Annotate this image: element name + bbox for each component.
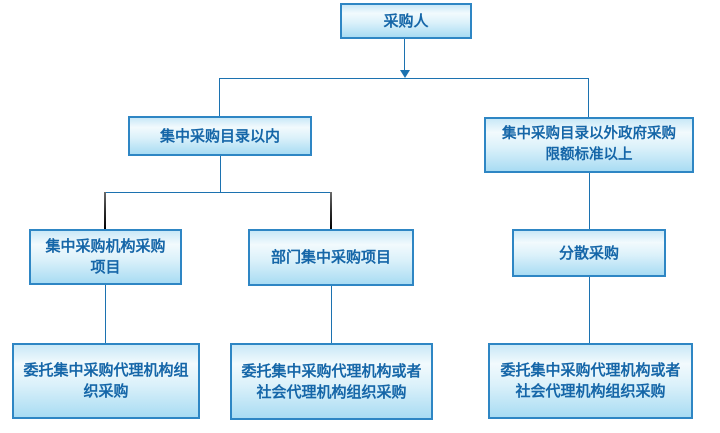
node-label: 委托集中采购代理机构组: [23, 362, 189, 379]
node-purchaser: 采购人: [340, 3, 472, 39]
node-within-catalog: 集中采购目录以内: [128, 116, 312, 156]
connector-drop-department-centralized: [330, 192, 332, 229]
node-label: 织采购: [83, 383, 129, 400]
connector-outside-catalog-down: [589, 173, 590, 229]
arrow-down-icon: [400, 70, 410, 78]
node-entrust-centralized-agency: 委托集中采购代理机构组 织采购: [12, 343, 200, 419]
node-label: 社会代理机构组织采购: [515, 383, 666, 400]
connector-centralized-agency-down: [105, 285, 106, 343]
node-entrust-centralized-or-social-agency-right: 委托集中采购代理机构或者 社会代理机构组织采购: [488, 343, 693, 419]
node-label: 委托集中采购代理机构或者: [241, 362, 422, 380]
connector-department-centralized-down: [331, 286, 332, 343]
node-label: 项目: [90, 259, 121, 276]
node-label: 部门集中采购项目: [270, 249, 391, 266]
node-centralized-agency-projects: 集中采购机构采购 项目: [29, 229, 182, 285]
connector-drop-centralized-agency: [104, 192, 106, 229]
node-entrust-centralized-or-social-agency-left: 委托集中采购代理机构或者 社会代理机构组织采购: [230, 343, 433, 420]
node-outside-catalog: 集中采购目录以外政府采购 限额标准以上: [484, 117, 694, 173]
node-label: 分散采购: [558, 244, 619, 262]
node-department-centralized-projects: 部门集中采购项目: [248, 229, 414, 286]
node-label: 委托集中采购代理机构或者: [500, 362, 681, 379]
connector-drop-within-catalog: [219, 78, 220, 116]
connector-purchaser-stem: [404, 39, 405, 70]
node-label: 集中采购目录以内: [159, 127, 280, 145]
node-label: 集中采购机构采购: [45, 238, 166, 255]
connector-drop-outside-catalog: [588, 78, 589, 117]
node-label: 采购人: [383, 12, 429, 30]
connector-top-split: [219, 78, 589, 79]
connector-decentralized-down: [589, 277, 590, 343]
node-label: 限额标准以上: [545, 147, 633, 163]
node-decentralized-procurement: 分散采购: [512, 229, 666, 277]
node-label: 集中采购目录以外政府采购: [502, 126, 676, 142]
connector-mid-split: [105, 192, 332, 193]
connector-within-catalog-stem: [220, 156, 221, 192]
node-label: 社会代理机构组织采购: [256, 383, 407, 401]
